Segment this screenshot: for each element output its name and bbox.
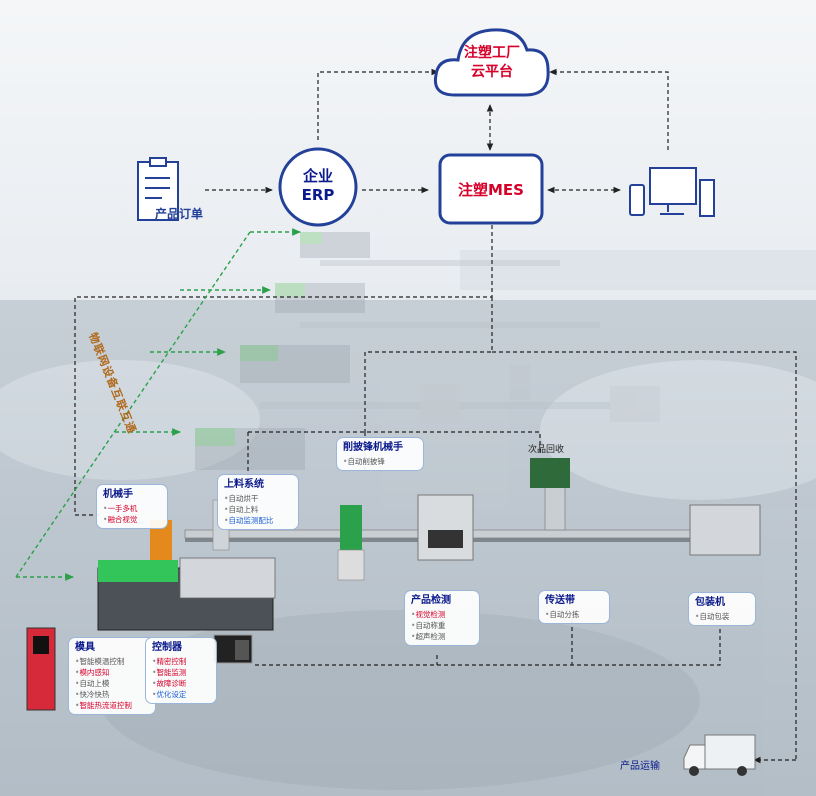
erp-label: 企业 ERP <box>288 167 348 205</box>
truck-icon <box>683 734 756 776</box>
main-production-line <box>26 458 761 711</box>
card-item: 融合视觉 <box>103 514 161 525</box>
card-title: 机械手 <box>103 489 133 500</box>
erp-line1: 企业 <box>302 167 333 185</box>
deburr-robot <box>340 505 362 550</box>
erp-line2: ERP <box>301 186 335 204</box>
card-title: 削披锋机械手 <box>343 442 403 453</box>
order-label: 产品订单 <box>155 207 204 221</box>
card-item: 快冷快热 <box>75 689 149 700</box>
card-item: 自动上料 <box>224 504 292 515</box>
cloud-icon <box>433 28 550 97</box>
inspection-machine <box>417 494 474 561</box>
card-item: 精密控制 <box>152 656 210 667</box>
card-mold: 模具智能模温控制模内感知自动上模快冷快热智能热流道控制 <box>68 637 156 715</box>
scrap-bin <box>530 458 570 488</box>
card-robot: 机械手一手多机融合视觉 <box>96 484 168 529</box>
card-item: 模内感知 <box>75 667 149 678</box>
computer-icon <box>649 167 715 217</box>
card-item: 超声检测 <box>411 631 473 642</box>
card-deburr: 削披锋机械手自动削披锋 <box>336 437 424 471</box>
card-item: 故障诊断 <box>152 678 210 689</box>
card-item: 优化设定 <box>152 689 210 700</box>
dashed-connectors <box>74 68 797 764</box>
card-item: 视觉检测 <box>411 609 473 620</box>
cloud-line2: 云平台 <box>471 64 513 80</box>
card-item: 自动削披锋 <box>343 456 417 467</box>
card-item: 智能热流道控制 <box>75 700 149 711</box>
card-title: 模具 <box>75 642 95 653</box>
phone-icon <box>629 184 645 216</box>
mes-label: 注塑MES <box>458 181 524 199</box>
card-feeding: 上料系统自动烘干自动上料自动监测配比 <box>217 474 299 530</box>
cloud-label: 注塑工厂 云平台 <box>452 44 532 82</box>
mes-box <box>438 153 544 225</box>
card-item: 智能模温控制 <box>75 656 149 667</box>
card-item: 自动包装 <box>695 611 749 622</box>
card-title: 传送带 <box>545 595 575 606</box>
clipboard-icon <box>137 157 179 221</box>
scrap-label: 次品回收 <box>528 445 565 455</box>
card-item: 自动分拣 <box>545 609 603 620</box>
cloud-line1: 注塑工厂 <box>464 45 520 61</box>
card-conveyor: 传送带自动分拣 <box>538 590 610 624</box>
card-item: 自动监测配比 <box>224 515 292 526</box>
card-title: 包装机 <box>695 597 725 608</box>
card-inspect: 产品检测视觉检测自动称重超声检测 <box>404 590 480 646</box>
card-item: 自动烘干 <box>224 493 292 504</box>
card-item: 智能监测 <box>152 667 210 678</box>
card-controller: 控制器精密控制智能监测故障诊断优化设定 <box>145 637 217 704</box>
card-item: 一手多机 <box>103 503 161 514</box>
green-connectors <box>15 228 301 581</box>
card-title: 上料系统 <box>224 479 264 490</box>
card-item: 自动称重 <box>411 620 473 631</box>
ghost-production-lines <box>195 232 660 470</box>
card-title: 产品检测 <box>411 595 451 606</box>
transport-label: 产品运输 <box>620 761 660 772</box>
packing-machine <box>689 504 761 556</box>
card-title: 控制器 <box>152 642 182 653</box>
erp-circle <box>278 147 358 227</box>
card-packing: 包装机自动包装 <box>688 592 756 626</box>
robot-arm <box>150 520 172 560</box>
card-item: 自动上模 <box>75 678 149 689</box>
